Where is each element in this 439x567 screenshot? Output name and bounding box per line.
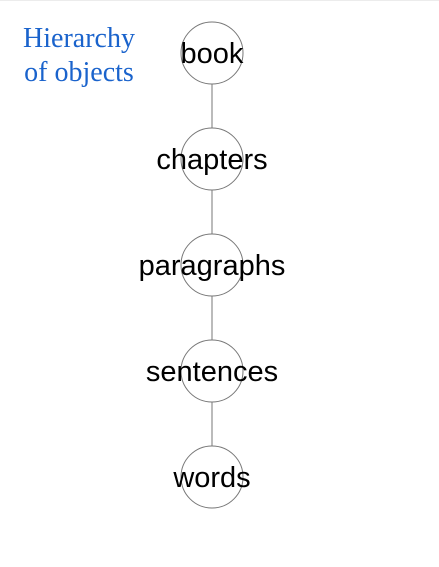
node-circle-paragraphs [180,233,244,297]
node-label-book: book [181,38,244,70]
diagram-title-line-2: of objects [24,57,134,88]
node-sentences: sentences [146,339,278,403]
node-label-sentences: sentences [146,356,278,388]
node-circle-book [180,21,244,85]
top-border [0,0,439,1]
node-circle-chapters [180,127,244,191]
nodes-layer: book chapters paragraphs sentences words [139,21,286,509]
diagram-title: Hierarchy of objects [4,22,154,90]
node-book: book [180,21,244,85]
node-paragraphs: paragraphs [139,233,286,297]
node-chapters: chapters [156,127,268,191]
node-circle-sentences [180,339,244,403]
node-label-words: words [172,462,250,494]
node-words: words [172,445,251,509]
node-label-chapters: chapters [156,144,267,176]
diagram-title-line-1: Hierarchy [23,23,135,54]
node-label-paragraphs: paragraphs [139,250,286,282]
node-circle-words [180,445,244,509]
